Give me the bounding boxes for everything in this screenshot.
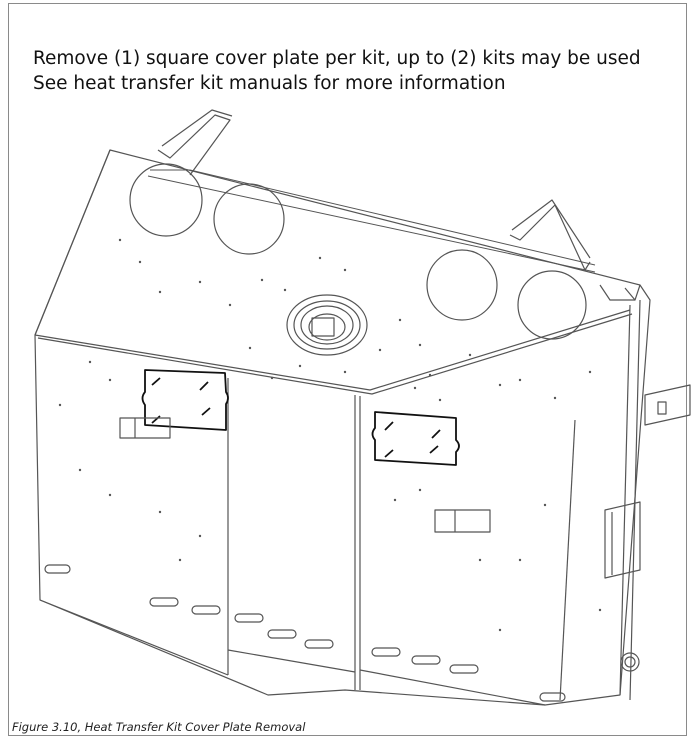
side-connector [620, 652, 640, 672]
bottom-slots [44, 564, 566, 702]
cover-plate-left [141, 369, 229, 431]
instruction-note: Remove (1) square cover plate per kit, u… [33, 46, 641, 96]
cabinet-body [34, 149, 651, 706]
vent-slot-left [119, 417, 171, 439]
rivet-points [58, 238, 602, 632]
instruction-line-2: See heat transfer kit manuals for more i… [33, 73, 506, 94]
side-mount-bracket [644, 384, 691, 426]
instruction-line-1: Remove (1) square cover plate per kit, u… [33, 48, 641, 69]
carry-handle-left [157, 109, 233, 176]
figure-caption: Figure 3.10, Heat Transfer Kit Cover Pla… [12, 720, 306, 734]
flue-collar [286, 294, 368, 356]
top-port-circles [129, 163, 587, 340]
figure-frame [8, 3, 687, 736]
side-junction-box [604, 501, 641, 579]
vent-slot-right [434, 509, 491, 533]
carry-handle-right [509, 199, 591, 271]
cover-plate-right [371, 411, 460, 466]
